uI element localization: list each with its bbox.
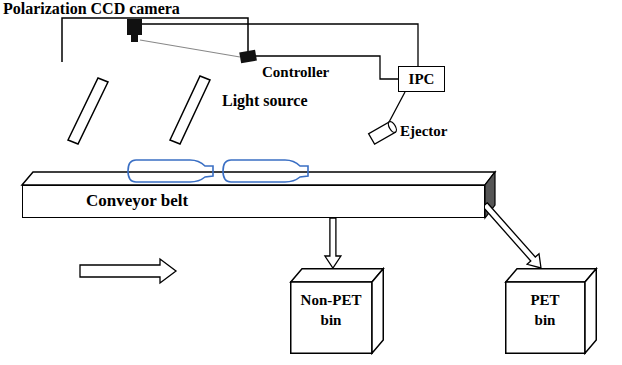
text-wrap: PET bin xyxy=(524,290,566,330)
bottle xyxy=(128,160,213,182)
camera-wire xyxy=(142,24,418,66)
ipc-box: IPC xyxy=(398,66,445,92)
node-text: IPC xyxy=(409,71,435,87)
camera-lens xyxy=(131,35,138,42)
non-pet-bin: Non-PET bin xyxy=(290,268,384,354)
text-wrap: Non-PET bin xyxy=(296,290,366,330)
controller-body xyxy=(239,50,257,64)
text-wrap: IPC xyxy=(409,69,435,88)
direction-arrow xyxy=(80,259,176,283)
camera-controller-link xyxy=(140,40,240,57)
bin-outline xyxy=(505,268,597,354)
ejector-wire xyxy=(388,92,405,124)
camera-body xyxy=(127,19,142,35)
node-text: Non-PET bin xyxy=(301,292,362,328)
ejector-symbol xyxy=(369,120,398,144)
bin-face xyxy=(372,269,383,354)
bin-face xyxy=(506,282,585,353)
conveyor-belt: Conveyor belt xyxy=(22,185,485,218)
pet-bin: PET bin xyxy=(505,268,597,354)
bin-face xyxy=(506,269,597,282)
bin-face xyxy=(291,282,372,353)
flow-arrow xyxy=(325,218,341,268)
belt-top-face xyxy=(22,172,495,185)
bin-face xyxy=(585,269,596,354)
controller-label: Controller xyxy=(262,64,329,81)
text-wrap: Conveyor belt xyxy=(86,191,188,211)
ejector-label: Ejector xyxy=(400,123,447,140)
light-source-left xyxy=(68,78,108,144)
flow-arrow xyxy=(483,203,541,268)
bin-outline xyxy=(290,268,384,354)
bin-face xyxy=(291,269,384,282)
light-source-label: Light source xyxy=(222,92,307,110)
node-text: Conveyor belt xyxy=(86,191,188,210)
bottle xyxy=(223,160,308,182)
node-text: PET bin xyxy=(530,292,559,328)
light-source-right xyxy=(170,76,210,144)
camera-label: Polarization CCD camera xyxy=(3,0,180,18)
